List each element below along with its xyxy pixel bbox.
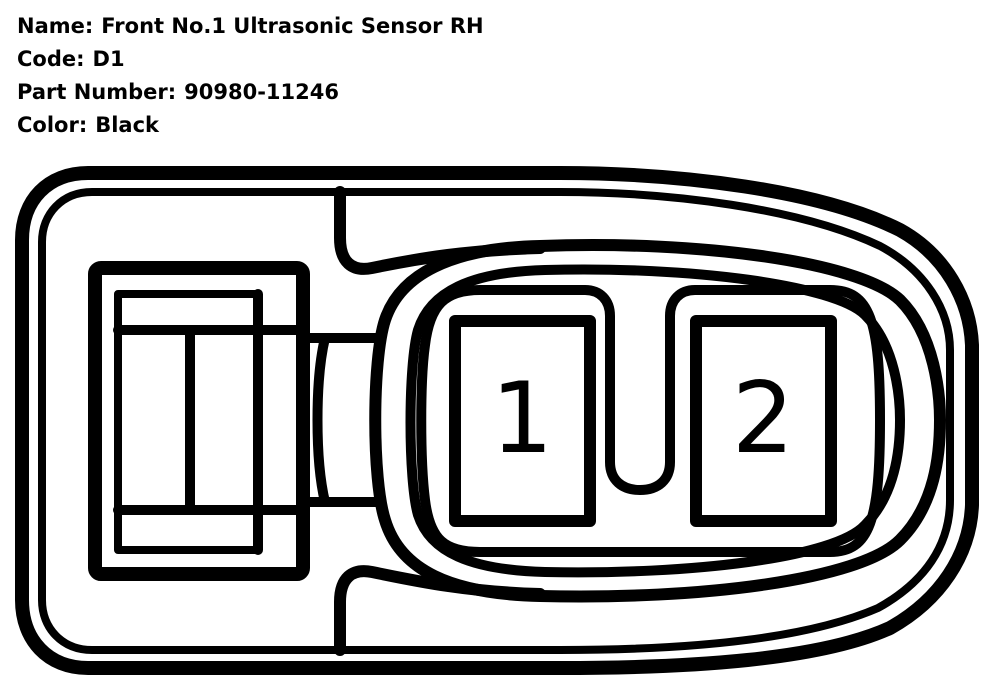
housing-inner-outline xyxy=(38,188,954,654)
code-label: Code: xyxy=(17,47,85,71)
code-value: D1 xyxy=(92,47,125,71)
name-row: Name: Front No.1 Ultrasonic Sensor RH xyxy=(17,10,484,43)
name-label: Name: xyxy=(17,14,94,38)
code-row: Code: D1 xyxy=(17,43,484,76)
seal-ring-inner xyxy=(405,264,905,578)
pin-number-1: 1 xyxy=(491,362,553,476)
color-row: Color: Black xyxy=(17,109,484,142)
connector-info: Name: Front No.1 Ultrasonic Sensor RH Cod… xyxy=(17,10,484,142)
terminal-cavity-outline xyxy=(416,285,885,557)
housing-notch-top xyxy=(334,186,546,275)
pin-number-2: 2 xyxy=(732,362,794,476)
terminal-2-pad xyxy=(690,315,837,527)
part-number-value: 90980-11246 xyxy=(184,80,339,104)
name-value: Front No.1 Ultrasonic Sensor RH xyxy=(101,14,484,38)
housing-outer-outline xyxy=(15,166,979,675)
latch-neck xyxy=(298,333,383,507)
seal-ring-outer xyxy=(369,239,946,603)
terminal-1-pad xyxy=(449,315,596,527)
part-number-row: Part Number: 90980-11246 xyxy=(17,76,484,109)
color-value: Black xyxy=(95,113,160,137)
lock-latch-frame xyxy=(88,261,310,581)
part-number-label: Part Number: xyxy=(17,80,177,104)
color-label: Color: xyxy=(17,113,88,137)
